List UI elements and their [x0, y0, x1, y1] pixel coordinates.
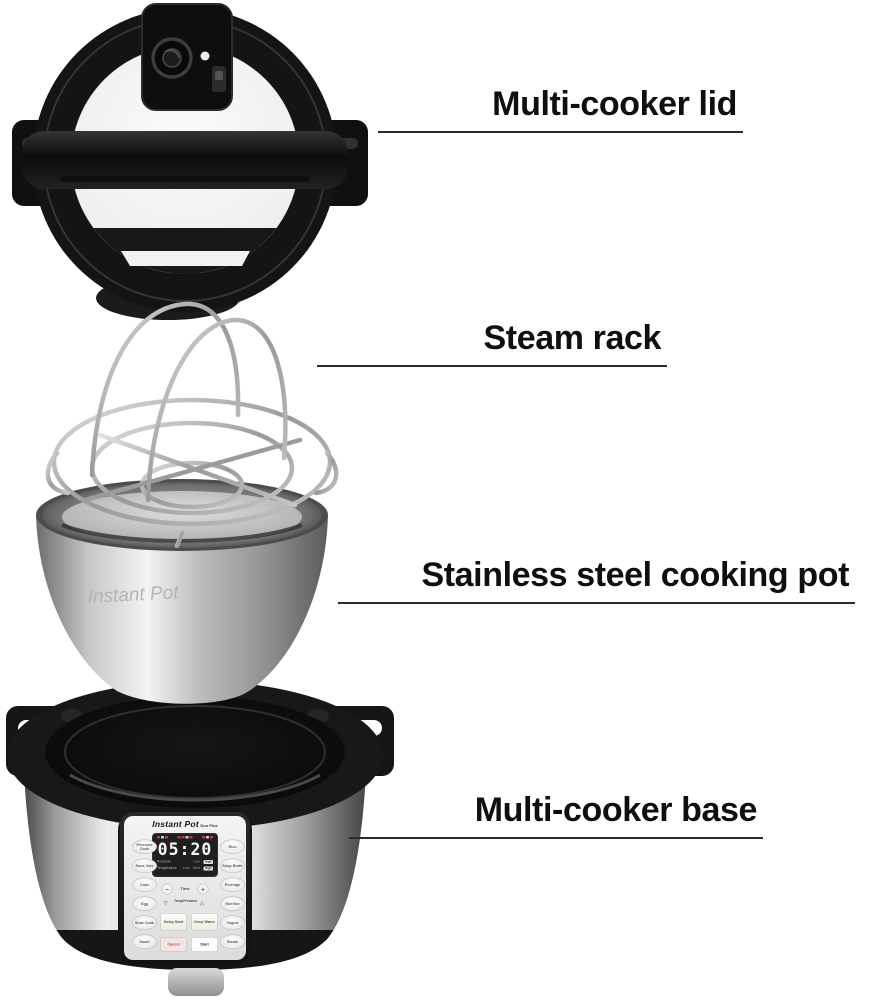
rack-handle-left: [89, 301, 241, 478]
button-pressure-cook: Pressure Cook: [132, 839, 157, 854]
start-button: Start: [191, 937, 218, 952]
temp-pressure-up-icon: △: [200, 900, 205, 906]
temp-high-chip: High: [203, 866, 213, 871]
pot-body: [36, 515, 328, 704]
callout-pot: Stainless steel cooking pot: [338, 557, 855, 604]
button-saute: Sauté: [132, 934, 157, 949]
pot-etch-text: Instant Pot: [87, 582, 180, 608]
display-indicators: [156, 836, 215, 841]
cancel-button: Cancel: [160, 937, 187, 952]
button-sterilize: Sterilize: [220, 896, 245, 911]
button-sous-vide: Sous Vide: [132, 858, 157, 873]
button-yogurt: Yogurt: [220, 915, 245, 930]
button-cake: Cake: [132, 877, 157, 892]
brand-logo: Instant Pot: [152, 819, 199, 830]
button-rice: Rice: [220, 839, 245, 854]
temp-pressure-down-icon: ▽: [163, 900, 168, 906]
delay-start-button: Delay Start: [160, 913, 187, 931]
base-opening: [45, 696, 345, 808]
float-valve: [200, 51, 210, 61]
pressure-row: Pressure Low High: [157, 859, 213, 864]
temp-pressure-label: Temp/Pressure: [174, 899, 198, 904]
callout-rack: Steam rack: [317, 320, 667, 367]
rack-outer-ring: [51, 397, 333, 527]
callout-base: Multi-cooker base: [349, 792, 763, 839]
steam-rack-image: [45, 301, 339, 549]
callout-lid: Multi-cooker lid: [378, 86, 743, 133]
brand-model: Duo Plus: [200, 823, 218, 829]
callout-pot-label: Stainless steel cooking pot: [421, 556, 849, 594]
button-soup-broth: Soup Broth: [220, 858, 245, 873]
multi-cooker-lid-image: [12, 3, 368, 320]
cooking-pot-image: Instant Pot: [36, 479, 328, 704]
steam-release-valve: [141, 3, 233, 111]
pressure-high-chip: High: [203, 859, 213, 864]
temperature-row: Temperature Low Med High: [157, 866, 213, 871]
button-steam: Steam: [220, 934, 245, 949]
time-minus-button: −: [161, 883, 173, 895]
lid-handle: [22, 131, 348, 189]
time-plus-button: +: [197, 883, 209, 895]
time-label: Time: [180, 886, 190, 892]
callout-base-label: Multi-cooker base: [474, 791, 758, 829]
callout-rack-label: Steam rack: [483, 319, 662, 357]
button-porridge: Porridge: [220, 877, 245, 892]
callout-lid-label: Multi-cooker lid: [492, 85, 737, 123]
button-egg: Egg: [132, 896, 157, 911]
display-time: 05:20: [157, 839, 213, 859]
keep-warm-button: Keep Warm: [191, 913, 218, 931]
base-foot: [168, 968, 224, 996]
button-slow-cook: Slow Cook: [132, 915, 157, 930]
lcd-display: 05:20 Pressure Low High Temperature Low …: [152, 833, 218, 877]
rack-handle-right: [145, 317, 288, 503]
